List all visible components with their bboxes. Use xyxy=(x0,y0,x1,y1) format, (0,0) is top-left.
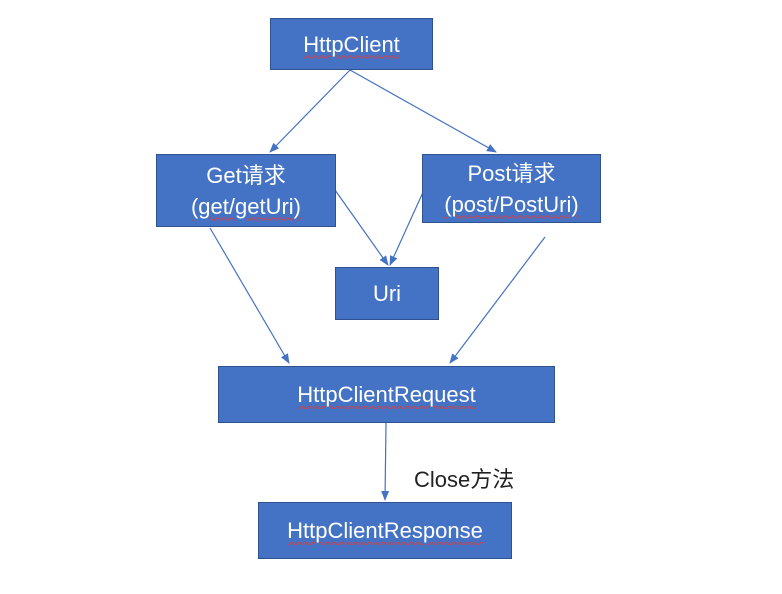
node-request-label: HttpClientRequest xyxy=(297,382,476,407)
edge-post-to-request xyxy=(449,236,546,364)
node-httpclient-label: HttpClient xyxy=(303,31,400,57)
edge-post-to-uri xyxy=(389,189,425,266)
node-get-methods: (get/getUri) xyxy=(190,193,302,219)
edge-httpclient-to-post xyxy=(349,69,497,153)
edge-get-to-uri xyxy=(334,189,389,266)
node-get-title: Get请求 xyxy=(206,162,286,188)
edge-get-to-request xyxy=(209,227,290,364)
node-response-label: HttpClientResponse xyxy=(287,518,483,543)
node-uri: Uri xyxy=(335,267,439,320)
node-post-title: Post请求 xyxy=(467,160,556,186)
node-httpclient-response: HttpClientResponse xyxy=(258,502,512,559)
node-post-request: Post请求 (post/PostUri) xyxy=(422,154,601,223)
node-uri-label: Uri xyxy=(372,281,402,306)
edge-request-to-response xyxy=(381,422,390,501)
node-get-request: Get请求 (get/getUri) xyxy=(156,154,336,227)
node-httpclient: HttpClient xyxy=(270,18,433,70)
edge-httpclient-to-get xyxy=(269,69,351,153)
node-httpclient-request: HttpClientRequest xyxy=(218,366,555,423)
edge-label-close: Close方法 xyxy=(414,467,515,492)
node-post-methods: (post/PostUri) xyxy=(444,191,579,217)
